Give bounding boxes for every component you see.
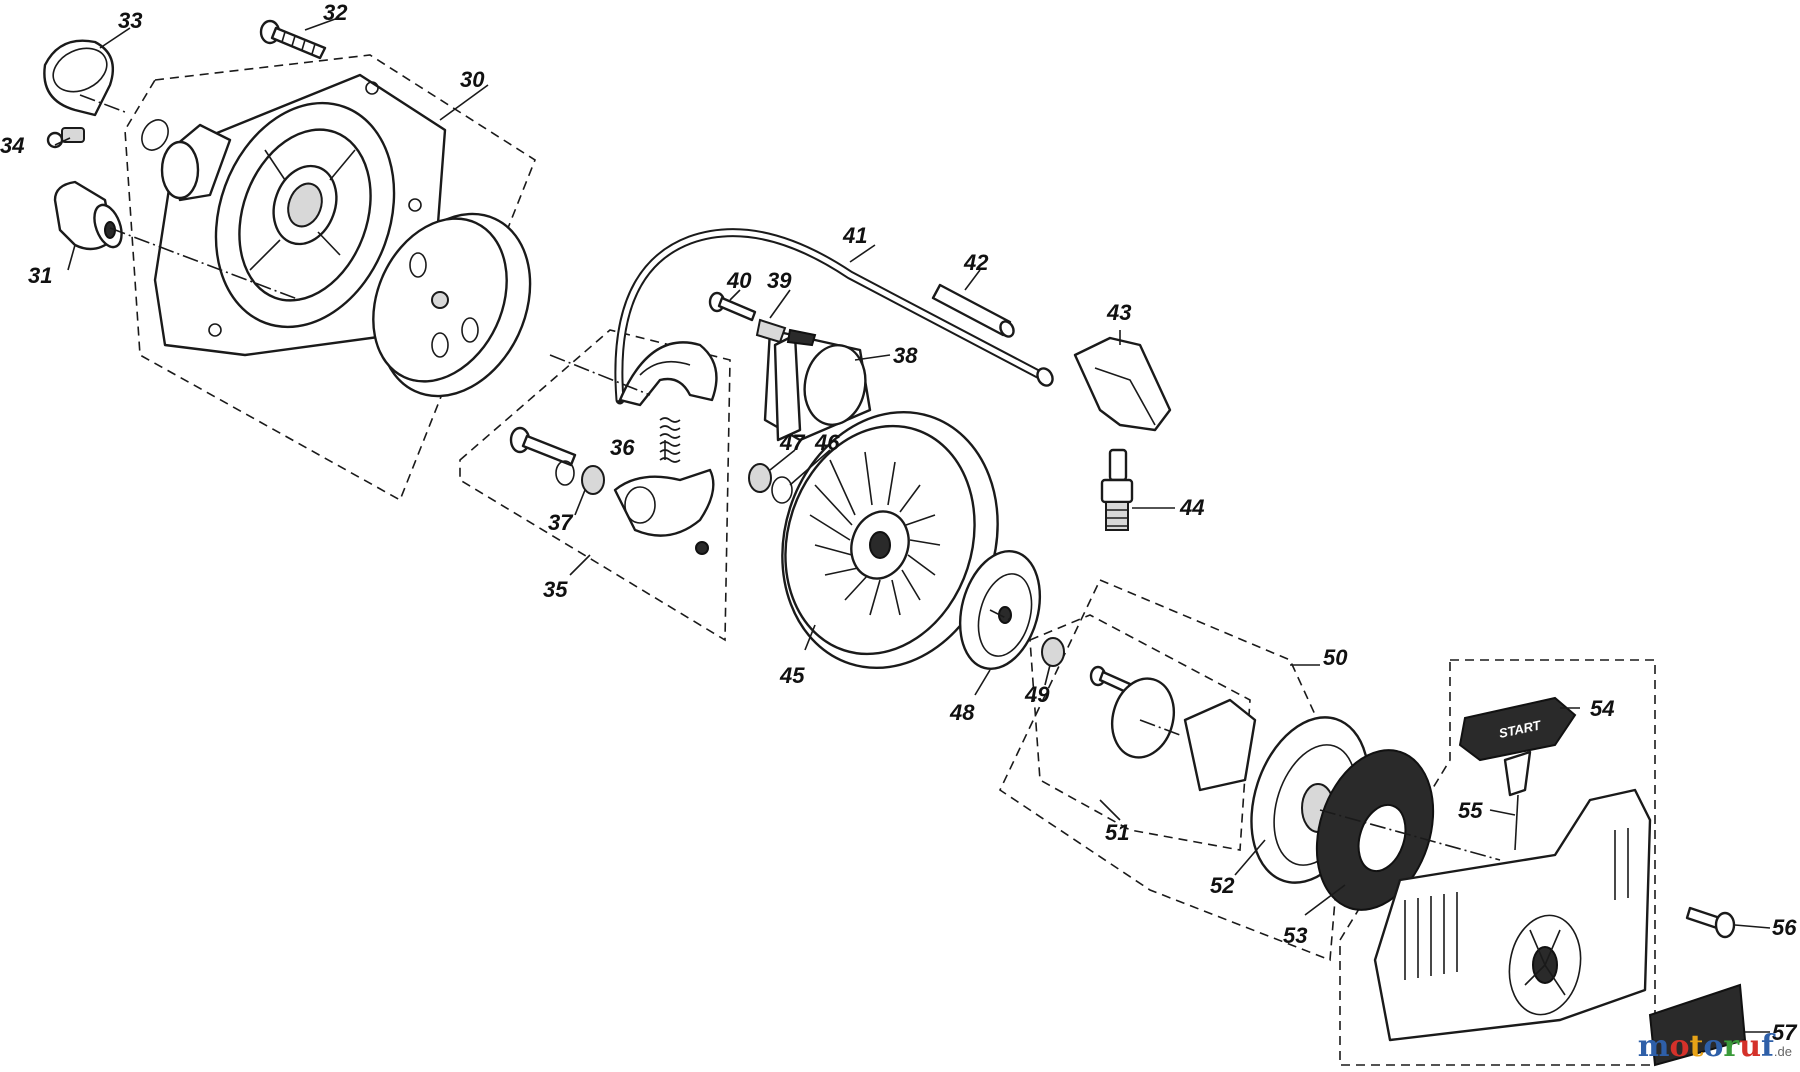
starter-pawl — [1183, 698, 1257, 792]
callout-35: 35 — [543, 577, 568, 602]
bushing — [53, 180, 123, 251]
callout-56: 56 — [1772, 915, 1797, 940]
callout-45: 45 — [779, 663, 805, 688]
callout-32: 32 — [323, 0, 348, 25]
rewind-spring — [1315, 749, 1435, 911]
label-plate — [1648, 983, 1747, 1067]
screw-56 — [1685, 906, 1736, 939]
starter-rope — [1514, 794, 1519, 851]
group-outline-54 — [1339, 659, 1656, 1066]
callout-37: 37 — [548, 510, 574, 535]
assembly-axis-2 — [989, 609, 1501, 861]
hose-clamp — [43, 39, 115, 149]
watermark-letter: f — [1761, 1029, 1774, 1064]
group-outline-30 — [124, 54, 536, 502]
group-outline-51 — [1029, 614, 1251, 851]
callout-50: 50 — [1323, 645, 1348, 670]
watermark-letter: u — [1739, 1029, 1762, 1064]
callout-leaders — [54, 17, 1771, 1033]
watermark-letter: o — [1669, 1029, 1690, 1064]
callout-40: 40 — [726, 268, 752, 293]
callout-55: 55 — [1458, 798, 1483, 823]
starter-screw — [1089, 665, 1132, 694]
spark-plug — [1100, 448, 1134, 531]
callout-44: 44 — [1179, 495, 1204, 520]
group-outline-35 — [459, 329, 731, 642]
screw-32 — [259, 19, 327, 60]
watermark-letter: r — [1723, 1029, 1740, 1064]
callout-numbers: 33 32 30 34 31 41 42 43 44 38 39 40 36 3… — [0, 0, 1798, 1045]
assembly-axis-3 — [79, 94, 301, 301]
callout-49: 49 — [1024, 682, 1050, 707]
starter-cover — [1373, 788, 1652, 1042]
snap-ring — [141, 119, 169, 151]
washer-47 — [748, 463, 772, 493]
callout-53: 53 — [1283, 923, 1307, 948]
ignition-coil — [763, 328, 872, 442]
callout-41: 41 — [842, 223, 867, 248]
clutch-shoe — [618, 341, 718, 407]
assembly-axis-1 — [549, 354, 651, 396]
callout-43: 43 — [1106, 300, 1131, 325]
watermark-logo: motoruf.de — [1638, 1029, 1792, 1064]
callout-30: 30 — [460, 67, 485, 92]
starter-pawl-carrier — [958, 550, 1042, 670]
callout-36: 36 — [610, 435, 635, 460]
starter-handle: START — [1458, 696, 1577, 797]
callout-51: 51 — [1105, 820, 1129, 845]
callout-31: 31 — [28, 263, 52, 288]
callout-47: 47 — [779, 430, 806, 455]
crankcase-housing — [153, 73, 447, 357]
callout-54: 54 — [1590, 696, 1614, 721]
watermark-letter: t — [1689, 1029, 1704, 1064]
washer-46 — [771, 476, 793, 504]
screw-40 — [708, 291, 757, 322]
spark-plug-boot — [1073, 336, 1172, 432]
callout-38: 38 — [893, 343, 918, 368]
watermark-letter: m — [1637, 1029, 1670, 1064]
group-outline-50 — [998, 578, 1346, 962]
flywheel — [781, 410, 999, 670]
spring-36 — [659, 417, 681, 463]
callout-57: 57 — [1772, 1020, 1798, 1045]
ignition-lead-inner — [616, 230, 1042, 401]
nut-49 — [1041, 637, 1065, 667]
starter-washer — [1111, 677, 1175, 759]
clutch-weight — [613, 468, 715, 555]
callout-42: 42 — [963, 250, 989, 275]
tab-39 — [755, 318, 787, 344]
callout-46: 46 — [814, 430, 840, 455]
callout-33: 33 — [118, 8, 142, 33]
callout-52: 52 — [1210, 873, 1235, 898]
callout-39: 39 — [767, 268, 792, 293]
sleeve-42 — [931, 283, 1015, 338]
clutch-drum — [372, 212, 532, 398]
watermark-letter: o — [1703, 1029, 1724, 1064]
callout-48: 48 — [949, 700, 975, 725]
clutch-bolt-37 — [509, 426, 605, 495]
watermark-suffix: .de — [1773, 1044, 1792, 1059]
callout-34: 34 — [0, 133, 24, 158]
